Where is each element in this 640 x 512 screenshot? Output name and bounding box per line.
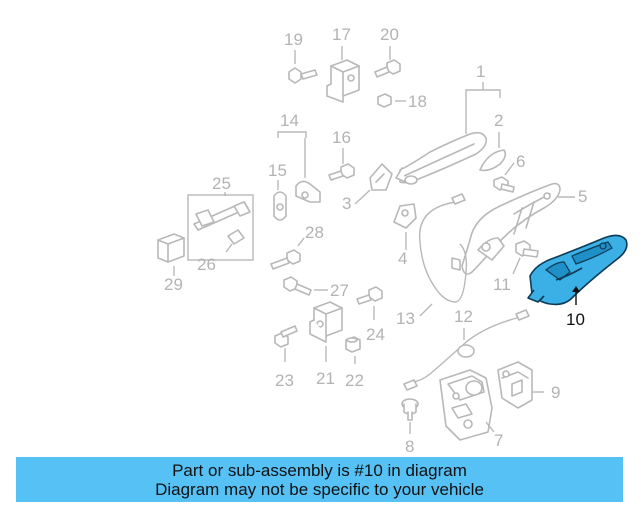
callout-10: 10	[566, 310, 585, 329]
callout-8: 8	[405, 437, 414, 456]
part-6-bolt	[493, 176, 515, 193]
callout-3: 3	[342, 194, 351, 213]
callout-28: 28	[305, 223, 324, 242]
part-11-bolt	[515, 240, 539, 258]
part-16-bolt	[328, 163, 355, 181]
part-3-clip	[369, 163, 393, 191]
callout-21: 21	[316, 369, 335, 388]
part-4-bezel	[393, 203, 417, 229]
part-9-bracket	[497, 361, 533, 409]
part-7-latch	[439, 369, 493, 441]
part-12-cable	[403, 309, 530, 391]
callout-22: 22	[345, 371, 364, 390]
banner-line-1: Part or sub-assembly is #10 in diagram	[172, 461, 467, 480]
part-20-bolt	[374, 59, 401, 78]
part-15-plate	[273, 191, 287, 221]
callout-26: 26	[197, 255, 216, 274]
callout-11: 11	[493, 275, 511, 294]
callout-20: 20	[380, 25, 399, 44]
callout-15: 15	[268, 161, 287, 180]
callout-24: 24	[366, 325, 385, 344]
callout-13: 13	[396, 309, 415, 328]
parts-diagram: 19 17 20 18 14 15 16	[157, 25, 628, 456]
part-13-cable	[418, 193, 468, 303]
callout-7: 7	[494, 431, 503, 450]
info-banner: Part or sub-assembly is #10 in diagram D…	[16, 457, 623, 502]
part-14-hinge	[295, 180, 321, 203]
part-25-door-check	[193, 201, 251, 231]
callout-19: 19	[284, 30, 303, 49]
callout-16: 16	[332, 128, 351, 147]
part-22-nut	[345, 336, 361, 353]
part-8-bolt	[401, 398, 419, 421]
part-29-block	[157, 233, 185, 263]
part-19-bolt	[288, 67, 318, 84]
part-10-inner-handle-highlighted[interactable]	[527, 234, 628, 306]
part-5-handle-frame	[461, 182, 561, 275]
callout-1: 1	[476, 62, 485, 81]
callout-12: 12	[454, 307, 473, 326]
part-18-nut	[377, 93, 392, 108]
part-2-cap	[479, 149, 507, 172]
part-27-bolt	[283, 276, 312, 296]
callout-29: 29	[164, 275, 183, 294]
callout-23: 23	[275, 371, 294, 390]
callout-18: 18	[408, 92, 427, 111]
part-23-bolt	[274, 325, 298, 348]
callout-2: 2	[494, 111, 503, 130]
part-17-bracket	[326, 59, 360, 103]
part-21-bracket	[309, 301, 343, 343]
callout-17: 17	[332, 25, 351, 44]
part-24-bolt	[356, 286, 383, 305]
callout-25: 25	[212, 174, 231, 193]
callout-14: 14	[280, 111, 299, 130]
part-26-seal	[227, 229, 245, 245]
part-1-outer-handle	[395, 131, 488, 185]
callout-27: 27	[330, 281, 349, 300]
callout-4: 4	[398, 249, 407, 268]
banner-line-2: Diagram may not be specific to your vehi…	[155, 480, 484, 499]
callout-5: 5	[578, 187, 587, 206]
callout-9: 9	[551, 383, 560, 402]
callout-6: 6	[516, 152, 525, 171]
part-28-bolt	[270, 249, 301, 270]
